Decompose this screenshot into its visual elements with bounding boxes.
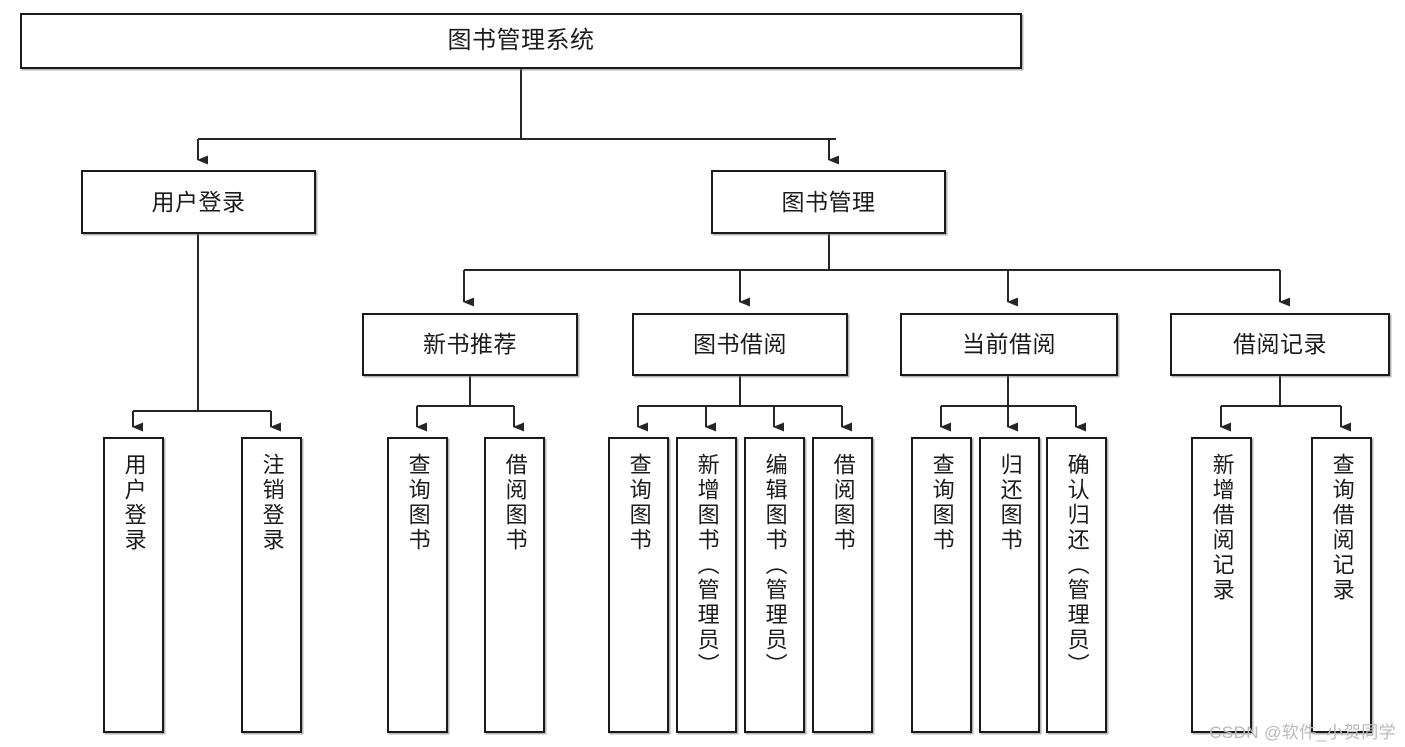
node-label: 查询图书	[626, 453, 652, 553]
leaf-logout[interactable]: 注销登录	[241, 437, 302, 733]
node-label: 用户登录	[151, 188, 246, 215]
node-label: 注销登录	[259, 453, 285, 553]
csdn-watermark: CSDN @软件_小贺同学	[1209, 723, 1396, 742]
node-label: 图书管理	[781, 188, 876, 215]
leaf-query-borrow-record[interactable]: 查询借阅记录	[1311, 437, 1372, 733]
leaf-borrow-book-2[interactable]: 借阅图书	[812, 437, 873, 733]
leaf-confirm-return[interactable]: 确认归还（管理员）	[1046, 437, 1107, 733]
leaf-query-book-3[interactable]: 查询图书	[911, 437, 972, 733]
node-book-management[interactable]: 图书管理	[711, 170, 946, 234]
node-root-book-management-system[interactable]: 图书管理系统	[20, 13, 1022, 69]
node-label: 查询图书	[929, 453, 955, 553]
node-label: 借阅记录	[1233, 331, 1327, 358]
node-new-book-recommend[interactable]: 新书推荐	[362, 313, 578, 376]
node-book-borrow[interactable]: 图书借阅	[632, 313, 848, 376]
node-user-login[interactable]: 用户登录	[81, 170, 316, 234]
node-label: 编辑图书（管理员）	[762, 453, 788, 678]
node-borrow-record[interactable]: 借阅记录	[1170, 313, 1390, 376]
node-label: 新书推荐	[423, 331, 517, 358]
node-label: 查询图书	[405, 453, 431, 553]
leaf-query-book-2[interactable]: 查询图书	[608, 437, 669, 733]
node-label: 借阅图书	[502, 453, 528, 553]
leaf-query-book-1[interactable]: 查询图书	[387, 437, 448, 733]
node-label: 确认归还（管理员）	[1064, 453, 1090, 678]
leaf-borrow-book-1[interactable]: 借阅图书	[484, 437, 545, 733]
leaf-add-borrow-record[interactable]: 新增借阅记录	[1191, 437, 1252, 733]
node-label: 查询借阅记录	[1329, 453, 1355, 603]
node-label: 用户登录	[121, 453, 147, 553]
node-label: 图书借阅	[693, 331, 787, 358]
leaf-return-book[interactable]: 归还图书	[979, 437, 1040, 733]
node-label: 当前借阅	[962, 331, 1056, 358]
node-label: 归还图书	[997, 453, 1023, 553]
leaf-add-book[interactable]: 新增图书（管理员）	[676, 437, 737, 733]
node-current-borrow[interactable]: 当前借阅	[900, 313, 1118, 376]
leaf-edit-book[interactable]: 编辑图书（管理员）	[744, 437, 805, 733]
leaf-user-login[interactable]: 用户登录	[103, 437, 164, 733]
node-label: 图书管理系统	[447, 27, 595, 55]
node-label: 借阅图书	[830, 453, 856, 553]
node-label: 新增借阅记录	[1209, 453, 1235, 603]
node-label: 新增图书（管理员）	[694, 453, 720, 678]
